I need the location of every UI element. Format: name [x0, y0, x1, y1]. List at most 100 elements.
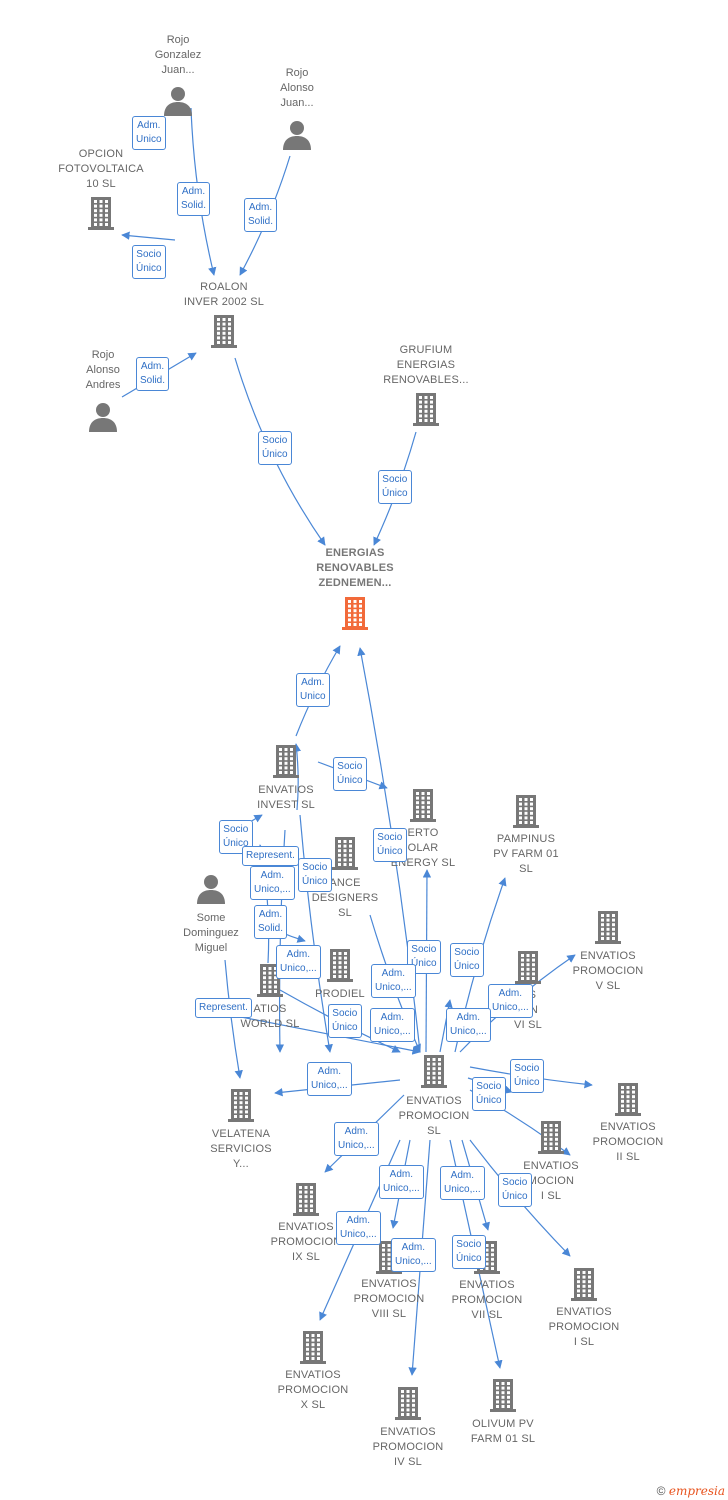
node-label-line: VI SL [514, 1019, 542, 1031]
node-label-line: PROMOCION [572, 965, 644, 977]
node-label-line: Some [196, 912, 226, 924]
edge-label[interactable]: Represent. [242, 846, 299, 866]
node-label-line: VII SL [471, 1309, 503, 1321]
edge-label[interactable]: Adm.Unico,... [440, 1166, 485, 1200]
edge-label-line: Único [476, 1095, 502, 1106]
building-icon [164, 314, 284, 348]
building-icon [548, 910, 668, 944]
node-label-line: INVEST SL [257, 799, 315, 811]
edge-label[interactable]: Adm.Unico,... [446, 1008, 491, 1042]
edge-label-line: Unico,... [492, 1002, 529, 1013]
edge-label-line: Adm. [381, 968, 406, 979]
building-icon [366, 392, 486, 426]
edge-label-line: Adm. [301, 677, 325, 688]
node-label-line: GRUFIUM [399, 344, 453, 356]
edge-label[interactable]: Adm.Solid. [254, 905, 288, 939]
node-label-line: PROMOCION [451, 1294, 523, 1306]
edge-label[interactable]: Adm.Unico,... [336, 1211, 381, 1245]
edge-label-line: Unico [136, 134, 162, 145]
edge-label[interactable]: Adm.Unico,... [370, 1008, 415, 1042]
edge-label[interactable]: Adm.Unico,... [379, 1165, 424, 1199]
edge-label-line: Socio [411, 944, 437, 955]
node-label-line: Rojo [285, 67, 309, 79]
edge-label[interactable]: Adm. Unico [132, 116, 166, 150]
edge-label[interactable]: Adm.Solid. [244, 198, 278, 232]
building-icon-svg [327, 949, 353, 982]
edge-label-line: Adm. [456, 1012, 481, 1023]
edge-label[interactable]: Adm.Unico,... [250, 866, 295, 900]
edge-label-line: Adm. [137, 120, 161, 131]
building-icon-svg [257, 964, 283, 997]
edge-label[interactable]: Adm.Solid. [177, 182, 211, 216]
edge-label[interactable]: Adm.Unico,... [334, 1122, 379, 1156]
edge-label[interactable]: Adm.Solid. [136, 357, 170, 391]
edge-label[interactable]: Adm.Unico,... [488, 984, 533, 1018]
node-label-line: ENVATIOS [380, 1426, 436, 1438]
copyright-symbol: © [656, 1484, 666, 1498]
node-label-line: Alonso [86, 364, 120, 376]
node-label-line: SL [427, 1125, 441, 1137]
edge-label-line: Unico,... [383, 1183, 420, 1194]
edge-label[interactable]: Adm.Unico,... [391, 1238, 436, 1272]
edge-label[interactable]: Adm.Unico,... [307, 1062, 352, 1096]
edge-label-line: Socio [456, 1239, 482, 1250]
building-icon-svg [571, 1268, 597, 1301]
node-label-line: IV SL [394, 1456, 422, 1468]
edge-label[interactable]: Adm.Unico [296, 673, 330, 707]
building-icon-svg [410, 789, 436, 822]
edge-label[interactable]: Adm.Unico,... [371, 964, 416, 998]
building-icon-svg [595, 911, 621, 944]
building-icon-svg [515, 951, 541, 984]
person-icon [118, 86, 238, 116]
node-label-line: PV FARM 01 [493, 848, 559, 860]
edge-label[interactable]: Adm.Unico,... [276, 945, 321, 979]
edge-label-line: Único [502, 1191, 528, 1202]
edge-label[interactable]: Represent. [195, 998, 252, 1018]
node-label-line: Andres [85, 379, 121, 391]
